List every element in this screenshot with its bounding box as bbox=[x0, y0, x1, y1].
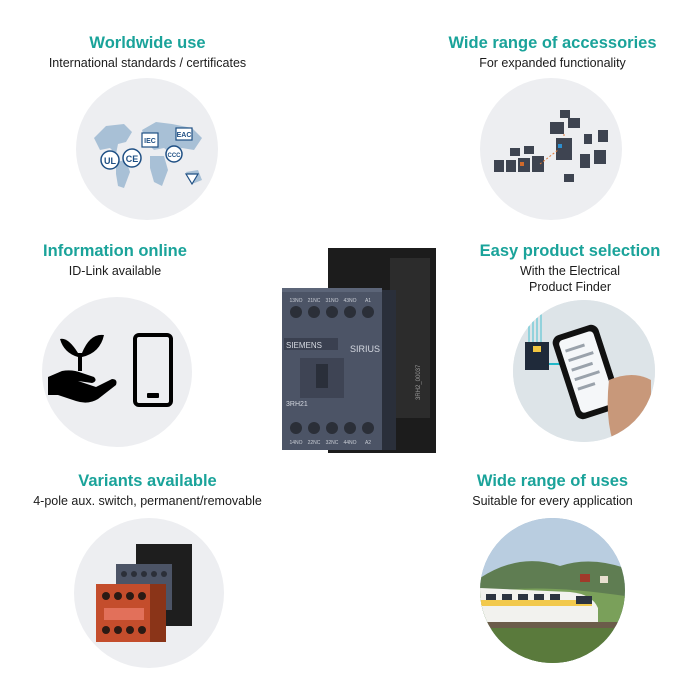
feature-title: Wide range of uses bbox=[476, 472, 629, 490]
feature-subtitle: With the Electrical Product Finder bbox=[519, 264, 621, 294]
svg-text:A1: A1 bbox=[365, 298, 371, 304]
svg-text:31NO: 31NO bbox=[325, 298, 338, 304]
eac-mark: EAC bbox=[177, 132, 192, 139]
ccc-mark: CCC bbox=[168, 153, 182, 159]
product-finder-image bbox=[513, 300, 655, 442]
svg-text:13NO: 13NO bbox=[289, 298, 302, 304]
feature-title: Worldwide use bbox=[89, 34, 206, 52]
model-label: 3RH21 bbox=[286, 401, 308, 408]
info-online-icons bbox=[48, 333, 173, 407]
feature-title: Wide range of accessories bbox=[448, 34, 657, 52]
svg-text:21NC: 21NC bbox=[308, 298, 321, 304]
accessories-circle bbox=[480, 78, 622, 220]
feature-info-online: Information online ID-Link available bbox=[20, 241, 210, 279]
feature-subtitle: For expanded functionality bbox=[479, 56, 626, 70]
feature-uses: Wide range of uses Suitable for every ap… bbox=[440, 471, 665, 509]
feature-subtitle: Suitable for every application bbox=[472, 494, 633, 508]
feature-subtitle: International standards / certificates bbox=[48, 56, 247, 70]
svg-text:14NO: 14NO bbox=[289, 440, 302, 446]
feature-title: Easy product selection bbox=[479, 242, 661, 260]
feature-variants: Variants available 4-pole aux. switch, p… bbox=[20, 471, 275, 509]
feature-accessories: Wide range of accessories For expanded f… bbox=[430, 33, 675, 71]
svg-text:44NO: 44NO bbox=[343, 440, 356, 446]
feature-title: Variants available bbox=[78, 472, 217, 490]
ul-mark: UL bbox=[104, 156, 116, 166]
iec-mark: IEC bbox=[144, 138, 156, 145]
selection-circle bbox=[513, 300, 655, 442]
brand-label: SIEMENS bbox=[286, 341, 322, 350]
world-map-icon: UL CE IEC EAC CCC bbox=[94, 122, 202, 188]
svg-text:43NO: 43NO bbox=[343, 298, 356, 304]
contactor-product-image: 13NO 21NC 31NO 43NO A1 14NO 22NC 32NC 44… bbox=[270, 240, 445, 460]
feature-title: Information online bbox=[43, 242, 187, 260]
variants-circle bbox=[74, 518, 224, 668]
side-code: 3RH2_00037 bbox=[416, 364, 422, 400]
accessories-icon bbox=[494, 110, 608, 182]
series-label: SIRIUS bbox=[350, 344, 380, 354]
hand-plant-icon bbox=[48, 334, 117, 403]
svg-text:22NC: 22NC bbox=[308, 440, 321, 446]
feature-worldwide: Worldwide use International standards / … bbox=[20, 33, 275, 71]
variants-image bbox=[96, 544, 192, 642]
svg-text:32NC: 32NC bbox=[326, 440, 339, 446]
feature-subtitle: ID-Link available bbox=[68, 264, 162, 278]
world-map-circle: UL CE IEC EAC CCC bbox=[76, 78, 218, 220]
ce-mark: CE bbox=[126, 154, 139, 164]
smartphone-icon bbox=[133, 333, 173, 407]
uses-circle bbox=[480, 518, 625, 663]
feature-selection: Easy product selection With the Electric… bbox=[470, 241, 670, 295]
info-online-circle bbox=[42, 297, 192, 447]
svg-text:A2: A2 bbox=[365, 440, 371, 446]
feature-subtitle: 4-pole aux. switch, permanent/removable bbox=[33, 494, 262, 508]
train-image bbox=[480, 518, 625, 663]
